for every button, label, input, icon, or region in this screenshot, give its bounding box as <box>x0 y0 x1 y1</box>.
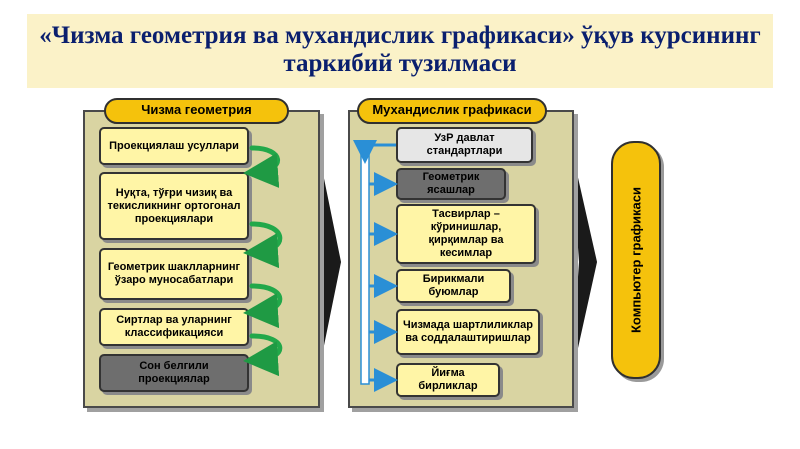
left-item-4: Сиртлар ва уларнинг классификацияси <box>99 308 249 346</box>
computer-graphics-block: Компьютер графикаси <box>611 141 661 379</box>
left-panel-header: Чизма геометрия <box>104 98 289 124</box>
left-item-1: Проекциялаш усуллари <box>99 127 249 165</box>
curved-arrow-icon <box>243 283 283 329</box>
left-item-5: Сон белгили проекциялар <box>99 354 249 392</box>
right-item-5: Чизмада шартлиликлар ва соддалаштиришлар <box>396 309 540 355</box>
right-item-6: Йиғма бирликлар <box>396 363 500 397</box>
title-band <box>27 14 773 88</box>
left-item-2: Нуқта, тўғри чизиқ ва текисликнинг ортог… <box>99 172 249 240</box>
curved-arrow-icon <box>243 221 283 269</box>
right-panel-header: Мухандислик графикаси <box>357 98 547 124</box>
page-title: «Чизма геометрия ва мухандислик графикас… <box>39 22 761 77</box>
right-item-4: Бирикмали буюмлар <box>396 269 511 303</box>
right-item-1: УзР давлат стандартлари <box>396 127 533 163</box>
left-item-3: Геометрик шаклларнинг ўзаро муносабатлар… <box>99 248 249 300</box>
curved-arrow-icon <box>243 145 280 188</box>
computer-graphics-label: Компьютер графикаси <box>628 186 644 334</box>
curved-arrow-icon <box>243 333 283 377</box>
right-item-2: Геометрик ясашлар <box>396 168 506 200</box>
right-item-3: Тасвирлар – кўринишлар, қирқимлар ва кес… <box>396 204 536 264</box>
